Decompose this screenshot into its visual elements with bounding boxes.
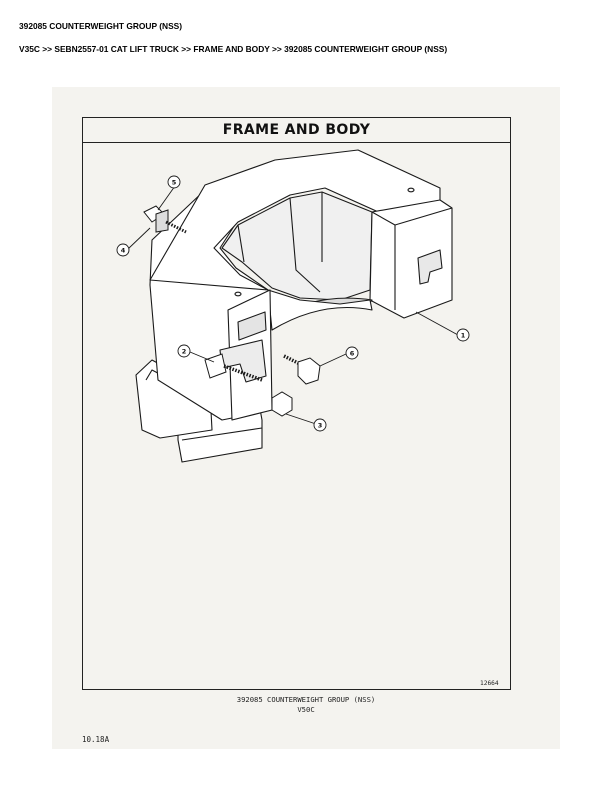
figure-frame: FRAME AND BODY [82,117,511,690]
callout-1-label: 1 [461,332,466,340]
top-rim [149,149,441,291]
page-number: 10.18A [82,735,110,744]
front-face [267,289,373,331]
leader-2 [189,351,215,363]
nut-lower [271,391,293,417]
callout-3-label: 3 [318,422,323,430]
bolt-upper-left [143,205,187,234]
callout-5: 5 [167,175,181,189]
callout-4: 4 [116,243,130,257]
figure-heading: FRAME AND BODY [83,118,510,143]
sheet-number: 12664 [480,680,499,687]
callout-2-label: 2 [182,348,187,356]
right-slot [417,249,443,285]
leader-4 [127,227,151,250]
leader-3 [285,413,317,425]
page-header-title: 392085 COUNTERWEIGHT GROUP (NSS) [19,21,183,31]
leader-1 [415,311,459,336]
leader-5 [157,185,176,211]
callout-3: 3 [313,418,327,432]
leader-6 [319,353,347,367]
breadcrumb: V35C >> SEBN2557-01 CAT LIFT TRUCK >> FR… [19,44,448,54]
callout-6-label: 6 [350,350,355,358]
callout-5-label: 5 [172,179,177,187]
callout-1: 1 [456,328,470,342]
callout-4-label: 4 [121,247,126,255]
callout-6: 6 [345,346,359,360]
left-skirt [135,359,213,439]
mounting-hole-left [234,291,242,297]
callout-2: 2 [177,344,191,358]
figure-model: V50C [297,705,315,714]
figure-caption: 392085 COUNTERWEIGHT GROUP (NSS) [236,695,376,704]
front-slot [237,311,267,341]
bolt-right [283,354,321,385]
mounting-hole-right [407,187,415,193]
